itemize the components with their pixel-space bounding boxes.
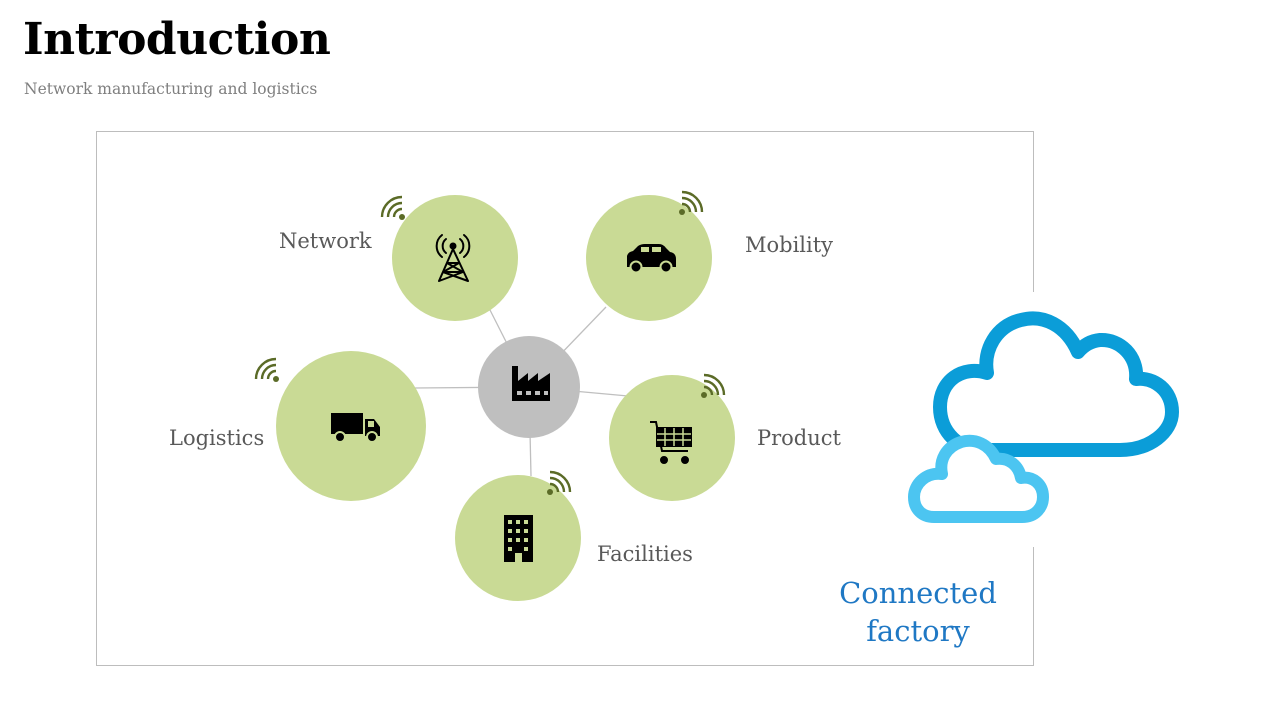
label-product: Product bbox=[757, 426, 841, 450]
truck-icon bbox=[331, 413, 380, 443]
wifi-signal-icon bbox=[545, 470, 572, 497]
node-mobility bbox=[586, 190, 712, 321]
caption-line-2: factory bbox=[866, 614, 970, 648]
wifi-signal-icon bbox=[677, 190, 704, 217]
label-mobility: Mobility bbox=[745, 233, 834, 257]
car-icon bbox=[627, 244, 676, 274]
node-logistics bbox=[254, 351, 426, 501]
wifi-signal-icon bbox=[254, 357, 281, 384]
node-product bbox=[609, 373, 735, 501]
office-building-icon bbox=[504, 515, 533, 562]
node-facilities bbox=[455, 470, 581, 601]
wifi-signal-icon bbox=[380, 195, 407, 222]
shopping-cart-icon bbox=[650, 421, 692, 464]
label-network: Network bbox=[279, 229, 372, 253]
connected-factory-caption: Connected factory bbox=[818, 574, 1018, 650]
label-facilities: Facilities bbox=[597, 542, 693, 566]
cloud-icon bbox=[908, 311, 1179, 523]
frame-border-gap bbox=[1028, 292, 1038, 547]
wifi-signal-icon bbox=[699, 373, 726, 400]
cell-tower-icon bbox=[435, 234, 471, 282]
page-subtitle: Network manufacturing and logistics bbox=[24, 80, 318, 98]
caption-line-1: Connected bbox=[839, 576, 997, 610]
label-logistics: Logistics bbox=[169, 426, 265, 450]
node-network bbox=[380, 195, 518, 321]
factory-icon bbox=[512, 366, 550, 401]
page-title: Introduction bbox=[23, 14, 331, 65]
center-hub bbox=[478, 336, 580, 438]
